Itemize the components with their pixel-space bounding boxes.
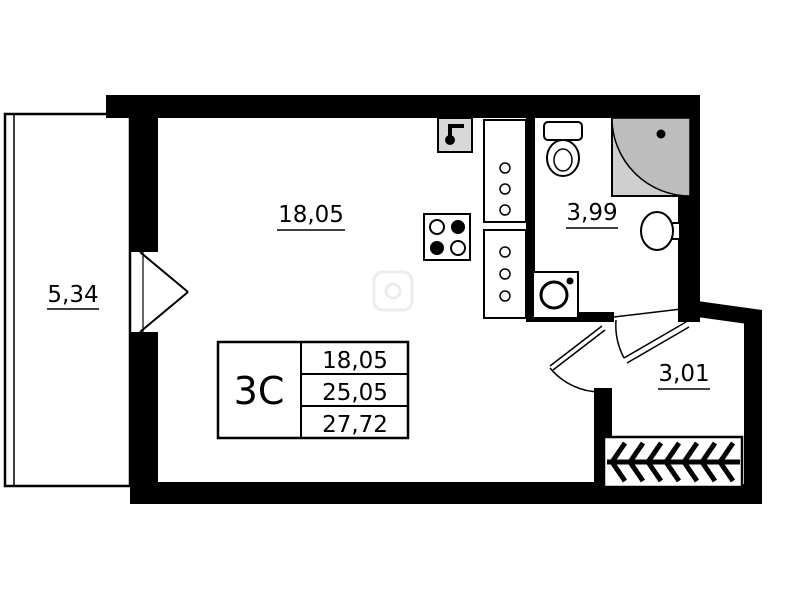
legend-row-living-area: 18,05 bbox=[322, 348, 388, 374]
wall-left-lower bbox=[130, 332, 158, 504]
stove-icon bbox=[423, 213, 471, 261]
wall-top bbox=[106, 95, 700, 118]
toilet-icon bbox=[543, 121, 583, 177]
entrance-door-icon bbox=[602, 435, 744, 489]
legend-row-apartment-area: 25,05 bbox=[322, 380, 388, 406]
watermark-icon bbox=[372, 270, 414, 312]
bathroom-area-group: 3,99 bbox=[566, 200, 618, 229]
balcony-outline bbox=[3, 112, 132, 488]
wall-hall-bottom bbox=[594, 484, 762, 504]
hallway-area-group: 3,01 bbox=[658, 361, 710, 390]
kitchen-sink-icon bbox=[437, 117, 473, 153]
shower-icon bbox=[611, 117, 691, 197]
wall-left-upper bbox=[130, 118, 158, 252]
walls bbox=[106, 95, 762, 504]
apartment-type-label: 3С bbox=[234, 369, 285, 413]
bathroom-door-icon bbox=[613, 307, 691, 364]
hallway-area-label: 3,01 bbox=[658, 361, 709, 387]
living-area-group: 18,05 bbox=[277, 202, 345, 231]
living-area-label: 18,05 bbox=[278, 202, 344, 228]
wall-bathroom-left bbox=[526, 118, 535, 322]
legend-table-border bbox=[216, 340, 410, 440]
washbasin-icon bbox=[640, 211, 681, 251]
wall-bottom-main bbox=[130, 482, 612, 504]
balcony-door-icon bbox=[139, 251, 189, 333]
hall-door-icon bbox=[549, 325, 606, 393]
legend-row-total-area: 27,72 bbox=[322, 412, 388, 438]
washing-machine-icon bbox=[532, 271, 579, 319]
kitchen-cabinets-icon bbox=[483, 119, 527, 319]
balcony-area-label: 5,34 bbox=[47, 282, 98, 308]
balcony-area-group: 5,34 bbox=[47, 282, 99, 310]
legend-table: 3С 18,05 25,05 27,72 bbox=[216, 340, 410, 440]
bathroom-area-label: 3,99 bbox=[566, 200, 617, 226]
wall-hall-right bbox=[744, 310, 762, 504]
